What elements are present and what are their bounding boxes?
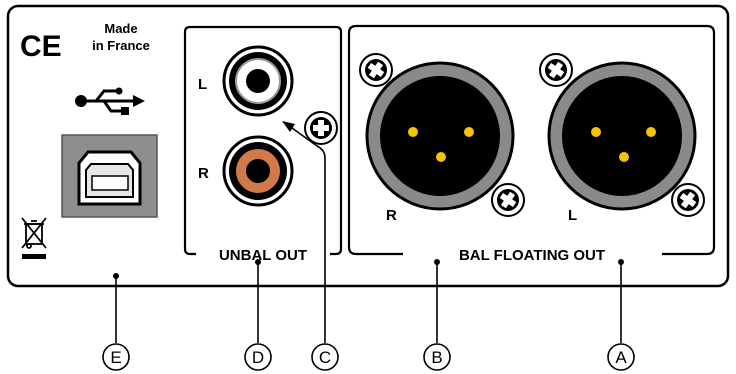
xlr-right-label: R (386, 207, 397, 224)
callout-c: C (311, 343, 339, 371)
rca-right-jack[interactable] (222, 135, 294, 207)
xlr-left-label: L (568, 207, 577, 224)
leader-dots (113, 259, 624, 279)
usb-trident-icon (75, 87, 145, 115)
xlr-right-bottom-screw-icon (491, 183, 525, 217)
rca-left-label: L (198, 76, 207, 93)
ground-screw-icon (304, 111, 338, 145)
callout-c-letter: C (319, 348, 331, 367)
crossed-bin-icon (21, 217, 47, 259)
callout-b: B (423, 343, 451, 371)
unbal-section-frame (183, 25, 343, 256)
bal-section-label: BAL FLOATING OUT (459, 247, 605, 264)
xlr-left-bottom-screw-icon (671, 183, 705, 217)
ground-callout-leader (282, 121, 326, 343)
callout-e: E (102, 343, 130, 371)
callout-d-letter: D (252, 348, 264, 367)
rca-right-label: R (198, 165, 209, 182)
xlr-right-connector[interactable] (365, 61, 515, 211)
unbal-section-label: UNBAL OUT (219, 247, 307, 264)
rca-left-jack[interactable] (222, 45, 294, 117)
callout-b-letter: B (431, 348, 442, 367)
callout-d: D (244, 343, 272, 371)
ce-mark: CE (20, 30, 62, 63)
xlr-left-top-screw-icon (539, 53, 573, 87)
made-in-line1: Made (104, 21, 137, 36)
made-in-line2: in France (92, 38, 150, 53)
xlr-left-connector[interactable] (547, 61, 697, 211)
callout-a-letter: A (615, 348, 627, 367)
callout-e-letter: E (110, 348, 121, 367)
xlr-right-top-screw-icon (359, 53, 393, 87)
callout-leaders (115, 262, 622, 343)
bal-section-frame (347, 24, 716, 256)
callout-a: A (607, 343, 635, 371)
usb-b-port[interactable] (61, 134, 158, 218)
ce-mark-icon: CE (20, 30, 62, 63)
